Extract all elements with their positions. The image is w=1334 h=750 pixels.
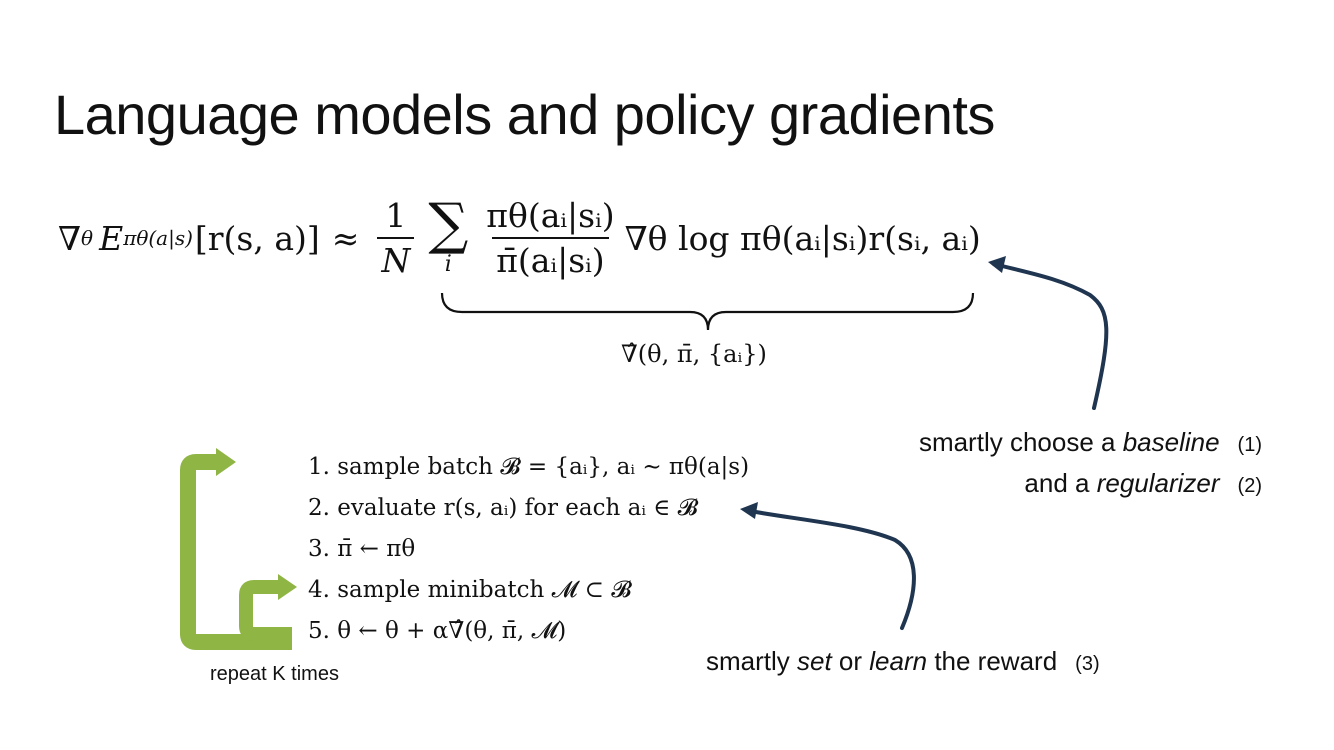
eq-frac1-num: 1: [385, 196, 407, 235]
step-1: 1. sample batch 𝓑 = {aᵢ}, aᵢ ∼ πθ(a|s): [308, 454, 750, 480]
note3-em: set: [797, 646, 832, 676]
eq-importance-ratio: πθ(aᵢ|sᵢ) π̄(aᵢ|sᵢ): [482, 196, 618, 280]
eq-sum-symbol: ∑: [428, 191, 469, 257]
underbrace: [440, 292, 975, 331]
eq-frac-1-over-n: 1 N: [377, 196, 415, 280]
note3-post: the reward: [927, 646, 1058, 676]
note2-pre: and a: [1024, 468, 1097, 498]
eq-frac2-num: πθ(aᵢ|sᵢ): [486, 196, 615, 235]
note1-em: baseline: [1122, 427, 1220, 457]
note3-mid: or: [831, 646, 870, 676]
inner-loop-arrow: [239, 580, 292, 641]
eq-nabla: ∇: [58, 218, 82, 258]
eq-lhs-body: [r(s, a)]: [194, 218, 320, 258]
outer-loop-arrow: [180, 454, 292, 650]
eq-tail: ∇θ log πθ(aᵢ|sᵢ)r(sᵢ, aᵢ): [624, 218, 981, 258]
algorithm-steps: 1. sample batch 𝓑 = {aᵢ}, aᵢ ∼ πθ(a|s) 2…: [308, 447, 749, 652]
inner-loop-arrowhead: [278, 574, 297, 600]
note1-num: (1): [1237, 434, 1262, 456]
note-baseline: smartly choose a baseline (1): [919, 427, 1262, 458]
note2-num: (2): [1237, 475, 1262, 497]
note3-num: (3): [1075, 653, 1100, 675]
eq-sum-sub: i: [444, 251, 452, 277]
note3-pre: smartly: [706, 646, 797, 676]
arrow-to-step2: [748, 509, 916, 630]
eq-approx: ≈: [331, 218, 360, 258]
eq-nabla-sub: θ: [81, 226, 94, 250]
eq-expectation-sub: πθ(a|s): [123, 226, 193, 250]
outer-loop-arrowhead: [216, 448, 236, 476]
brace-label: ∇̂(θ, π̄, {aᵢ}): [621, 340, 767, 368]
step-5: 5. θ ← θ + α∇̂(θ, π̄, 𝓜): [308, 618, 567, 644]
step-3: 3. π̄ ← πθ: [308, 536, 416, 562]
note3-em2: learn: [869, 646, 928, 676]
arrowhead-step2: [740, 502, 758, 519]
eq-expectation: E: [99, 218, 124, 258]
step-4: 4. sample minibatch 𝓜 ⊂ 𝓑: [308, 577, 632, 603]
repeat-label: repeat K times: [210, 663, 339, 685]
slide-title: Language models and policy gradients: [54, 83, 995, 146]
eq-frac2-den: π̄(aᵢ|sᵢ): [492, 237, 609, 280]
note-reward: smartly set or learn the reward (3): [706, 646, 1100, 677]
step-2: 2. evaluate r(s, aᵢ) for each aᵢ ∈ 𝓑: [308, 495, 698, 521]
note-regularizer: and a regularizer (2): [1024, 468, 1262, 499]
eq-sum: ∑ i: [428, 191, 469, 277]
eq-frac1-den: N: [377, 237, 415, 280]
note1-pre: smartly choose a: [918, 427, 1123, 457]
note2-em: regularizer: [1096, 468, 1220, 498]
arrowhead-equation: [988, 256, 1006, 273]
arrow-to-equation: [992, 262, 1109, 410]
